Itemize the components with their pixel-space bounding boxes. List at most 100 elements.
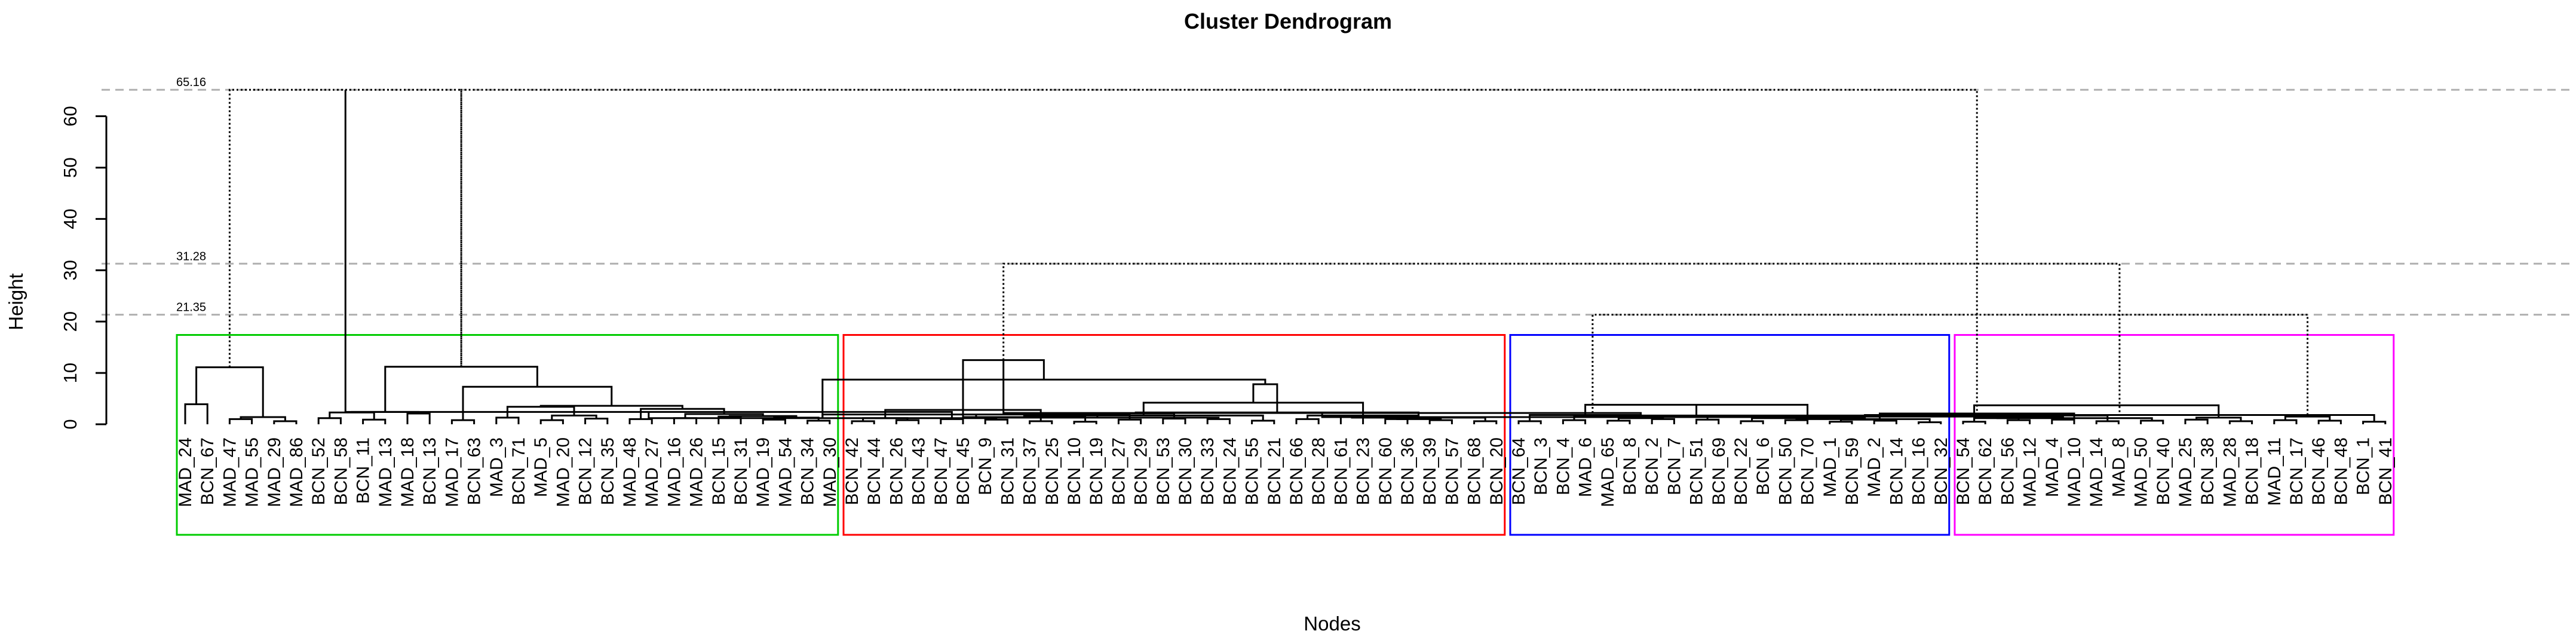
leaf-label: BCN_15: [709, 437, 729, 505]
leaf-label: MAD_25: [2176, 437, 2195, 507]
leaf-label: BCN_40: [2154, 437, 2173, 505]
leaf-label: BCN_70: [1798, 437, 1818, 505]
dendrogram-branch: [1295, 418, 1320, 424]
leaf-label: BCN_62: [1976, 437, 1995, 505]
leaf-label: BCN_21: [1265, 437, 1284, 505]
leaf-label: BCN_63: [465, 437, 484, 505]
cluster-box: [1509, 334, 1951, 536]
dendrogram-branch: [1740, 420, 1764, 424]
dendrogram-branch: [975, 414, 1220, 419]
leaf-label: BCN_64: [1509, 437, 1529, 505]
dendrogram-branch: [1695, 418, 1720, 424]
dendrogram-branch: [495, 416, 520, 424]
dendrogram-branch: [1829, 421, 1853, 424]
leaf-label: BCN_31: [731, 437, 751, 505]
dendrogram-branch: [1962, 421, 1986, 424]
dendrogram-branch: [228, 418, 253, 424]
leaf-label: BCN_28: [1309, 437, 1329, 505]
leaf-label: BCN_8: [1620, 437, 1640, 495]
dendrogram-branch: [628, 418, 653, 424]
leaf-label: MAD_55: [243, 437, 262, 507]
leaf-label: BCN_71: [509, 437, 529, 505]
dendrogram-branch: [1396, 418, 1442, 421]
leaf-label: BCN_39: [1420, 437, 1440, 505]
dendrogram-branch: [673, 417, 698, 424]
dendrogram-branch: [1002, 262, 2121, 415]
leaf-label: BCN_51: [1687, 437, 1707, 505]
leaf-label: BCN_34: [798, 437, 818, 505]
y-tick-label: 50: [60, 157, 81, 177]
dendrogram-branch: [2051, 418, 2075, 424]
leaf-label: MAD_10: [2065, 437, 2084, 507]
cut-label: 21.35: [176, 301, 206, 314]
leaf-label: BCN_2: [1642, 437, 1662, 495]
dendrogram-branch: [406, 412, 431, 424]
dendrogram-branch: [539, 419, 564, 424]
dendrogram-branch: [806, 419, 831, 424]
dendrogram-branch: [2184, 418, 2209, 424]
leaf-label: BCN_42: [842, 437, 862, 505]
dendrogram-branch: [1562, 419, 1587, 424]
dendrogram-branch: [2317, 419, 2342, 424]
dendrogram-branch: [584, 418, 609, 424]
dendrogram-branch: [1918, 421, 1942, 424]
leaf-label: MAD_16: [664, 437, 684, 507]
leaf-label: MAD_14: [2087, 437, 2106, 507]
leaf-label: BCN_22: [1731, 437, 1751, 505]
dendrogram-branch: [762, 418, 786, 424]
y-tick-label: 30: [60, 260, 81, 280]
dendrogram-branch: [1873, 419, 1897, 424]
dendrogram-branch: [344, 90, 953, 419]
leaf-label: BCN_58: [331, 437, 351, 505]
leaf-label: MAD_26: [687, 437, 707, 507]
leaf-label: BCN_18: [2243, 437, 2262, 505]
leaf-label: BCN_26: [887, 437, 906, 505]
leaf-label: BCN_33: [1198, 437, 1218, 505]
leaf-label: BCN_55: [1243, 437, 1262, 505]
dendrogram-branch: [728, 415, 798, 418]
y-tick-label: 0: [60, 419, 81, 429]
leaf-label: MAD_54: [775, 437, 795, 507]
leaf-label: BCN_17: [2287, 437, 2307, 505]
leaf-label: MAD_30: [820, 437, 840, 507]
leaf-label: BCN_9: [976, 437, 995, 495]
leaf-label: BCN_47: [931, 437, 951, 505]
cluster-box: [1954, 334, 2395, 536]
dendrogram-branch: [940, 418, 964, 424]
leaf-label: MAD_29: [265, 437, 284, 507]
leaf-label: BCN_3: [1531, 437, 1551, 495]
dendrogram-branch: [2228, 420, 2253, 424]
leaf-label: MAD_65: [1598, 437, 1618, 507]
leaf-label: BCN_54: [1954, 437, 1973, 505]
dendrogram-branch: [228, 88, 462, 368]
leaf-label: BCN_7: [1664, 437, 1684, 495]
cluster-box: [176, 334, 839, 536]
dendrogram-branch: [1473, 420, 1498, 424]
leaf-label: BCN_35: [598, 437, 618, 505]
leaf-label: MAD_47: [220, 437, 240, 507]
leaf-label: BCN_57: [1442, 437, 1462, 505]
leaf-label: BCN_16: [1909, 437, 1929, 505]
leaf-label: BCN_13: [420, 437, 440, 505]
dendrogram-branch: [1117, 418, 1142, 424]
leaf-label: MAD_8: [2109, 437, 2129, 497]
dendrogram-branch: [240, 416, 286, 421]
dendrogram-branch: [384, 366, 538, 412]
cut-label: 65.16: [176, 76, 206, 89]
y-tick-label: 60: [60, 106, 81, 126]
dendrogram-tree: [184, 88, 2387, 424]
dendrogram-branch: [1251, 419, 1275, 424]
leaf-label: MAD_48: [620, 437, 640, 507]
leaf-label: BCN_41: [2376, 437, 2396, 505]
dendrogram-branch: [460, 88, 1978, 414]
dendrogram-branch: [2006, 419, 2031, 424]
dendrogram-branch: [273, 420, 298, 424]
y-tick-label: 10: [60, 363, 81, 383]
x-axis-label: Nodes: [1304, 612, 1360, 635]
leaf-label: BCN_24: [1220, 437, 1240, 505]
dendrogram-branch: [2284, 415, 2331, 421]
leaf-label: BCN_29: [1131, 437, 1151, 505]
leaf-label: BCN_59: [1842, 437, 1862, 505]
dendrogram-branch: [362, 418, 387, 424]
dendrogram-branch: [317, 417, 342, 424]
